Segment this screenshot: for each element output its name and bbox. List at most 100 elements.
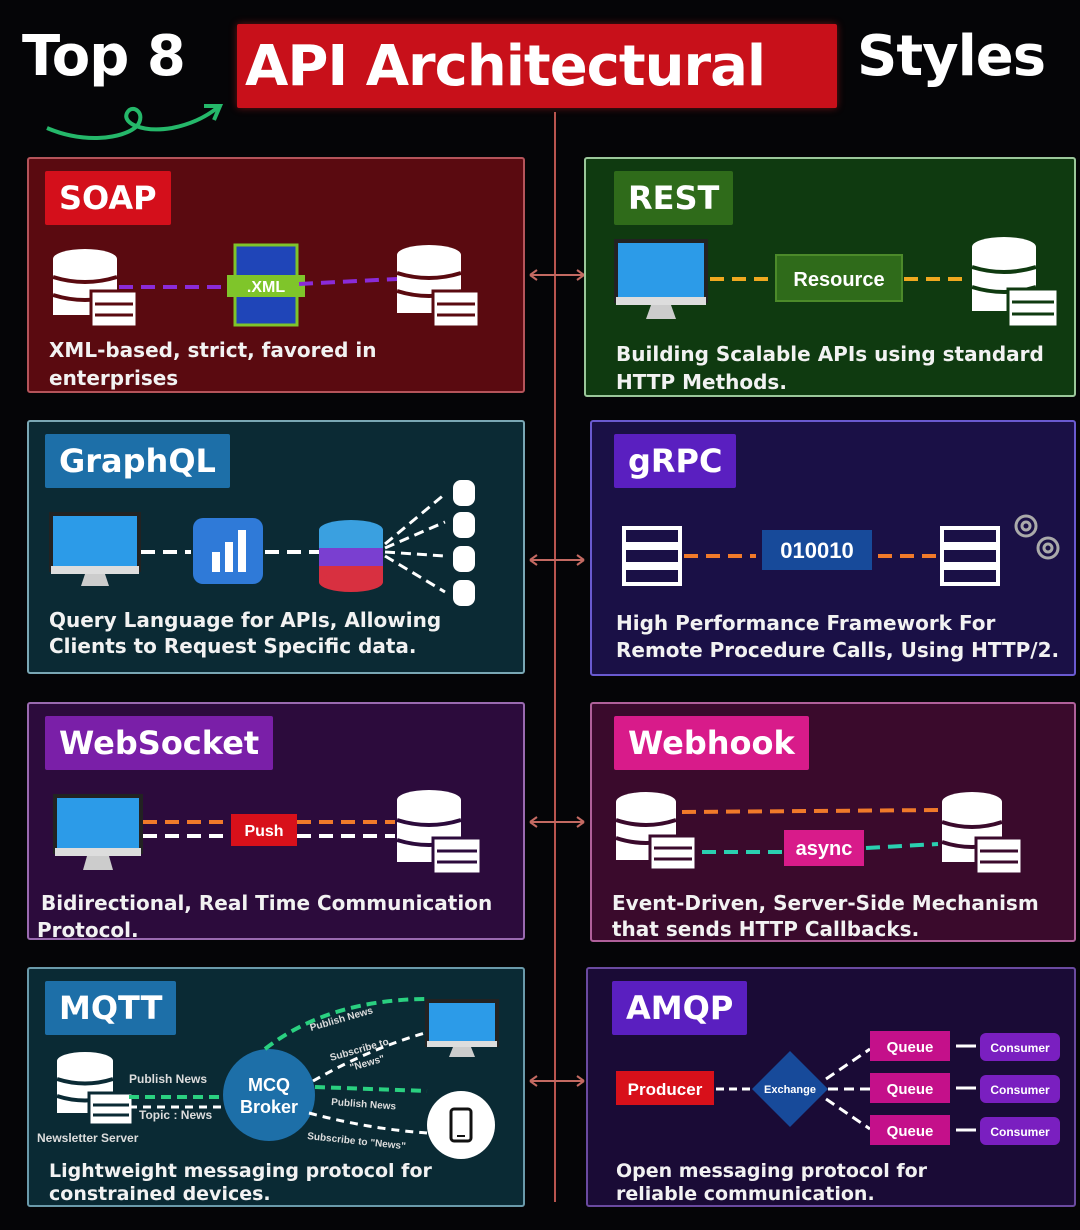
graphql-title: GraphQL [45, 434, 230, 488]
consumer-box: Consumer [980, 1033, 1060, 1061]
connector-arrow-icon [529, 269, 585, 281]
database-icon [52, 249, 139, 329]
database-icon [396, 245, 481, 329]
queue-box: Queue [870, 1115, 950, 1145]
database-icon [941, 792, 1024, 876]
push-label: Push [244, 823, 283, 840]
smartphone-icon [427, 1091, 495, 1159]
server-icon [940, 526, 1000, 586]
monitor-icon [53, 794, 143, 870]
title-part2: Styles [857, 24, 1046, 89]
title-highlight-box: API Architectural [237, 24, 837, 108]
queue-label-3: Queue [887, 1123, 934, 1140]
rest-description-line2: HTTP Methods. [616, 370, 787, 394]
grpc-diagram: 010010 [622, 514, 1060, 586]
graphql-description-line2: Clients to Request Specific data. [49, 634, 417, 658]
center-timeline [554, 112, 556, 1202]
curly-arrow-icon [46, 104, 224, 140]
monitor-icon [49, 512, 141, 586]
database-icon [615, 792, 698, 872]
exchange-diamond [752, 1051, 828, 1127]
mqtt-card: MQTT Newsletter Server Publish News Topi… [27, 967, 525, 1207]
websocket-title: WebSocket [45, 716, 274, 770]
layered-database-icon [319, 520, 383, 592]
graphql-diagram [49, 480, 475, 606]
queue-label-1: Queue [887, 1039, 934, 1056]
amqp-card: AMQP Producer Exchange Queue Queue Queue… [586, 967, 1076, 1207]
newsletter-server-label: Newsletter Server [37, 1131, 139, 1145]
websocket-description-line2: Protocol. [37, 918, 139, 942]
publish-news-bottom-label: Publish News [331, 1097, 397, 1113]
database-icon [396, 790, 483, 876]
soap-description-line1: XML-based, strict, favored in [49, 338, 377, 362]
consumer-label-1: Consumer [990, 1041, 1050, 1055]
websocket-description-line1: Bidirectional, Real Time Communication [41, 891, 493, 915]
amqp-diagram: Producer Exchange Queue Queue Queue Cons… [616, 1031, 1060, 1145]
mqtt-description-line2: constrained devices. [49, 1183, 271, 1205]
database-icon [971, 237, 1060, 329]
webhook-diagram: async [615, 792, 1024, 876]
rest-title: REST [614, 171, 734, 225]
grpc-description-line2: Remote Procedure Calls, Using HTTP/2. [616, 638, 1060, 662]
async-box [784, 830, 864, 866]
broker-circle [223, 1049, 315, 1141]
consumer-label-3: Consumer [990, 1125, 1050, 1139]
title-part1: Top 8 [22, 24, 186, 89]
connector-arrow-icon [529, 816, 585, 828]
broker-label-line2: Broker [240, 1097, 298, 1117]
broker-label-line1: MCQ [248, 1075, 290, 1095]
binary-label: 010010 [780, 538, 853, 563]
connector-arrow-icon [529, 1075, 585, 1087]
graphql-card: GraphQL Query Language for APIs, Allowin… [27, 420, 525, 674]
async-label: async [796, 838, 853, 860]
database-icon [56, 1052, 135, 1127]
consumer-box: Consumer [980, 1075, 1060, 1103]
title-highlight: API Architectural [245, 34, 766, 99]
consumer-box: Consumer [980, 1117, 1060, 1145]
soap-description-line2: enterprises [49, 366, 179, 390]
amqp-title: AMQP [612, 981, 748, 1035]
soap-card: SOAP .XML XML-based, strict, favored in … [27, 157, 525, 393]
server-icon [622, 526, 682, 586]
consumer-label-2: Consumer [990, 1083, 1050, 1097]
queue-box: Queue [870, 1073, 950, 1103]
rest-card: REST Resource Building Scalable APIs usi… [584, 157, 1076, 397]
webhook-title: Webhook [614, 716, 809, 770]
subscribe-bottom-label: Subscribe to "News" [307, 1131, 407, 1152]
resource-box [775, 254, 903, 302]
title-row: Top 8 API Architectural Styles [22, 10, 1072, 140]
publish-news-label: Publish News [129, 1072, 207, 1086]
xml-label: .XML [247, 279, 285, 296]
producer-label: Producer [628, 1080, 703, 1099]
websocket-diagram: Push [53, 790, 483, 876]
monitor-icon [425, 999, 499, 1057]
producer-box [616, 1071, 714, 1105]
mqtt-description-line1: Lightweight messaging protocol for [49, 1160, 432, 1182]
soap-title: SOAP [45, 171, 171, 225]
connector-arrow-icon [529, 554, 585, 566]
websocket-card: WebSocket Push Bidirectional, Real Time … [27, 702, 525, 942]
resource-label: Resource [793, 269, 884, 291]
binary-box [762, 530, 872, 570]
grpc-card: gRPC 010010 High Performance Framework F… [590, 420, 1076, 676]
webhook-card: Webhook async Event-Driven, Server-Side … [590, 702, 1076, 942]
queue-label-2: Queue [887, 1081, 934, 1098]
topic-news-label: Topic : News [139, 1108, 212, 1122]
amqp-description-line1: Open messaging protocol for [616, 1160, 928, 1182]
amqp-description-line2: reliable communication. [616, 1183, 875, 1205]
queue-box: Queue [870, 1031, 950, 1061]
mqtt-diagram: Newsletter Server Publish News Topic : N… [37, 997, 499, 1159]
webhook-description-line1: Event-Driven, Server-Side Mechanism [612, 891, 1039, 915]
graphql-description-line1: Query Language for APIs, Allowing [49, 608, 442, 632]
monitor-icon [614, 239, 708, 319]
mqtt-title: MQTT [45, 981, 177, 1035]
database-stack-icons [453, 480, 475, 606]
soap-diagram: .XML [52, 243, 481, 329]
push-box [231, 814, 297, 846]
gears-icon [1014, 514, 1060, 560]
webhook-description-line2: that sends HTTP Callbacks. [612, 917, 920, 941]
exchange-label: Exchange [764, 1084, 816, 1096]
rest-description-line1: Building Scalable APIs using standard [616, 342, 1044, 366]
grpc-title: gRPC [614, 434, 737, 488]
grpc-description-line1: High Performance Framework For [616, 611, 996, 635]
